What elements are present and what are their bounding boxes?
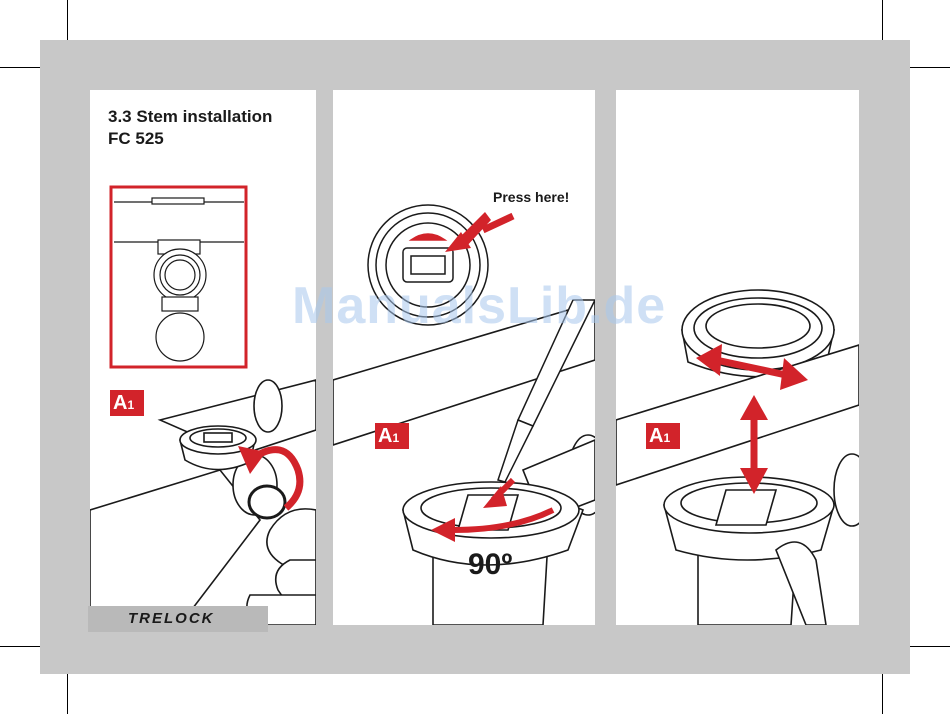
watermark: ManualsLib.de [292, 276, 666, 336]
badge-letter: A [113, 392, 127, 414]
crop-mark [882, 674, 883, 714]
badge-letter: A [649, 425, 663, 447]
crop-mark [910, 646, 950, 647]
step-badge: A1 [110, 390, 144, 416]
step-panel-2: Press here! A1 90º [333, 90, 595, 625]
badge-number: 1 [663, 431, 670, 445]
trelock-logo: TRELOCK [128, 610, 215, 627]
crop-mark [910, 67, 950, 68]
step-panel-3: A1 [616, 90, 859, 625]
crop-mark [67, 674, 68, 714]
badge-number: 1 [392, 431, 399, 445]
release-illustration [333, 90, 595, 625]
step-panel-1: 3.3 Stem installation FC 525 [90, 90, 316, 625]
crop-mark [0, 67, 40, 68]
badge-letter: A [378, 425, 392, 447]
crop-mark [0, 646, 40, 647]
stem-mount-illustration [90, 90, 316, 625]
brand-bar: TRELOCK [88, 606, 268, 632]
attach-illustration [616, 90, 859, 625]
mount-base [664, 477, 834, 625]
step-badge: A1 [375, 423, 409, 449]
manual-page: 3.3 Stem installation FC 525 [40, 40, 910, 674]
step-badge: A1 [646, 423, 680, 449]
crop-mark [67, 0, 68, 40]
rotation-angle-label: 90º [468, 548, 512, 582]
press-here-label: Press here! [493, 189, 569, 205]
badge-number: 1 [127, 398, 134, 412]
crop-mark [882, 0, 883, 40]
